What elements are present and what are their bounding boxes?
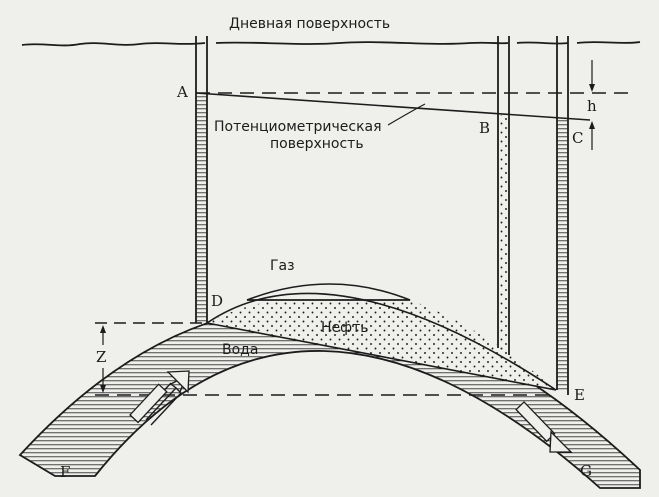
label-gas: Газ	[270, 258, 295, 274]
gas-cap	[246, 283, 411, 301]
label-point-b: B	[479, 119, 490, 137]
label-surface: Дневная поверхность	[229, 16, 390, 32]
flow-arrow-right	[515, 401, 573, 453]
label-point-d: D	[211, 292, 223, 310]
well-middle	[497, 36, 510, 355]
label-point-c: C	[572, 129, 583, 147]
ground-surface-line	[21, 41, 641, 47]
well-left	[195, 36, 208, 323]
label-water: Вода	[222, 342, 258, 358]
well-right	[556, 36, 569, 395]
flow-arrow-left	[129, 370, 190, 426]
dimension-h	[589, 60, 595, 150]
oil-zone	[207, 299, 556, 390]
potentiometric-leader	[387, 103, 426, 126]
oil-water-contact-line	[206, 322, 557, 391]
trap-top-line	[206, 292, 557, 391]
potentiometric-line	[195, 92, 591, 121]
dimension-z	[100, 325, 106, 393]
label-point-a: A	[176, 83, 188, 101]
label-point-e: E	[574, 386, 585, 404]
label-point-f: F	[60, 463, 70, 481]
label-point-g: G	[580, 462, 592, 480]
label-dim-h: h	[587, 97, 597, 115]
label-dim-z: Z	[96, 348, 106, 366]
label-potentiometric-2: поверхность	[270, 136, 364, 152]
label-oil: Нефть	[321, 320, 369, 336]
label-potentiometric-1: Потенциометрическая	[214, 119, 382, 135]
